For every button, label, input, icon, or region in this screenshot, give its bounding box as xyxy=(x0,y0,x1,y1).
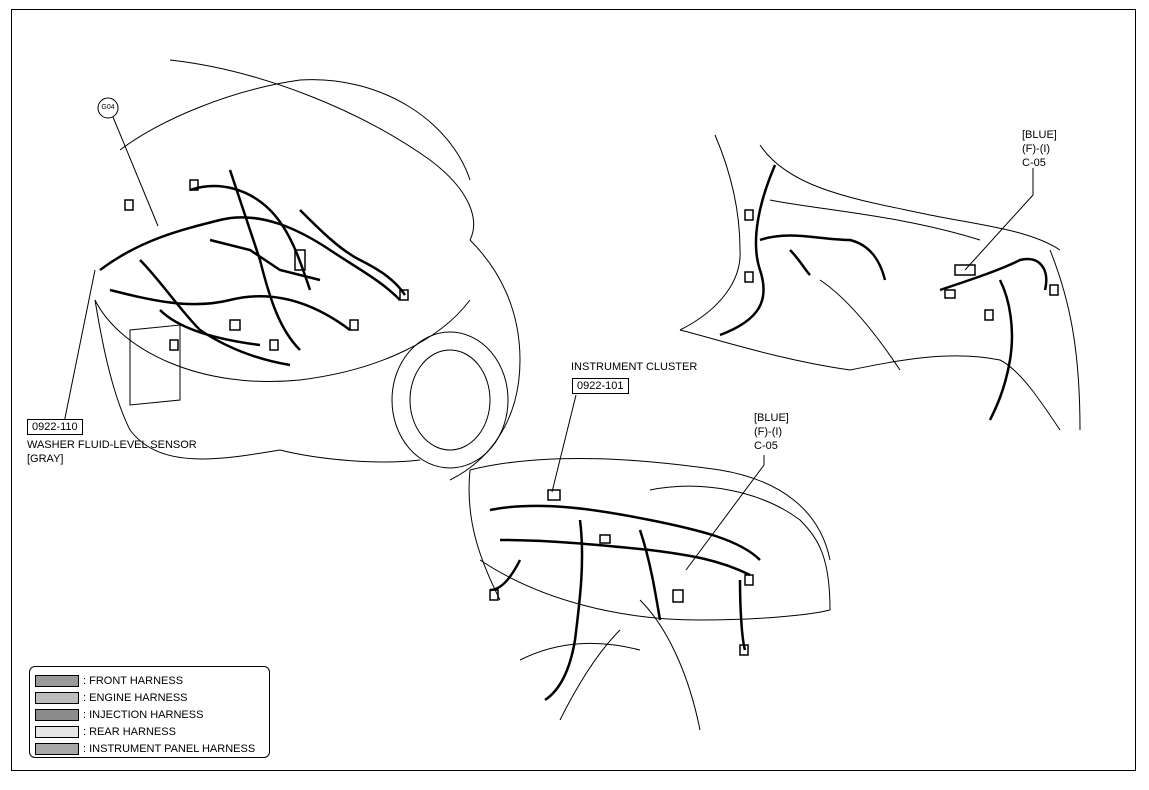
connector-color-lower: [BLUE] xyxy=(754,412,789,424)
washer-sensor-color: [GRAY] xyxy=(27,453,64,465)
dashboard-harness-lower xyxy=(489,504,761,702)
washer-sensor-code: 0922-110 xyxy=(27,419,83,435)
legend-label: : REAR HARNESS xyxy=(83,725,176,738)
connector-type-upper: (F)-(I) xyxy=(1022,143,1051,155)
diagram-frame xyxy=(11,9,1136,771)
legend-item: : REAR HARNESS xyxy=(35,723,269,740)
interior-view-upper xyxy=(679,134,1081,431)
legend-label: : INJECTION HARNESS xyxy=(83,708,204,721)
dashboard-view-lower xyxy=(468,457,831,731)
connector-type-lower: (F)-(I) xyxy=(754,426,783,438)
legend-item: : INJECTION HARNESS xyxy=(35,706,269,723)
legend-swatch xyxy=(35,708,79,721)
washer-sensor-name: WASHER FLUID-LEVEL SENSOR xyxy=(27,439,197,451)
legend-label: : ENGINE HARNESS xyxy=(83,691,188,704)
legend-label: : INSTRUMENT PANEL HARNESS xyxy=(83,742,256,755)
legend-item: : ENGINE HARNESS xyxy=(35,689,269,706)
legend-swatch xyxy=(35,674,79,687)
g04-label: G04 xyxy=(101,104,115,111)
connector-code-upper: C-05 xyxy=(1022,157,1046,169)
legend-item: : INSTRUMENT PANEL HARNESS xyxy=(35,740,269,757)
legend-label: : FRONT HARNESS xyxy=(83,674,184,687)
engine-harness-wiring xyxy=(99,169,407,367)
connector-code-lower: C-05 xyxy=(754,440,778,452)
instrument-cluster-title: INSTRUMENT CLUSTER xyxy=(571,361,698,373)
legend-swatch xyxy=(35,725,79,738)
connector-color-upper: [BLUE] xyxy=(1022,129,1057,141)
legend-item: : FRONT HARNESS xyxy=(35,672,269,689)
engine-bay-view xyxy=(94,59,521,481)
interior-harness-upper xyxy=(719,164,1048,421)
harness-legend: : FRONT HARNESS : ENGINE HARNESS : INJEC… xyxy=(29,666,270,758)
g04-circle xyxy=(97,97,119,119)
legend-swatch xyxy=(35,691,79,704)
engine-connectors xyxy=(124,179,409,351)
legend-swatch xyxy=(35,742,79,755)
instrument-cluster-code: 0922-101 xyxy=(572,378,629,394)
